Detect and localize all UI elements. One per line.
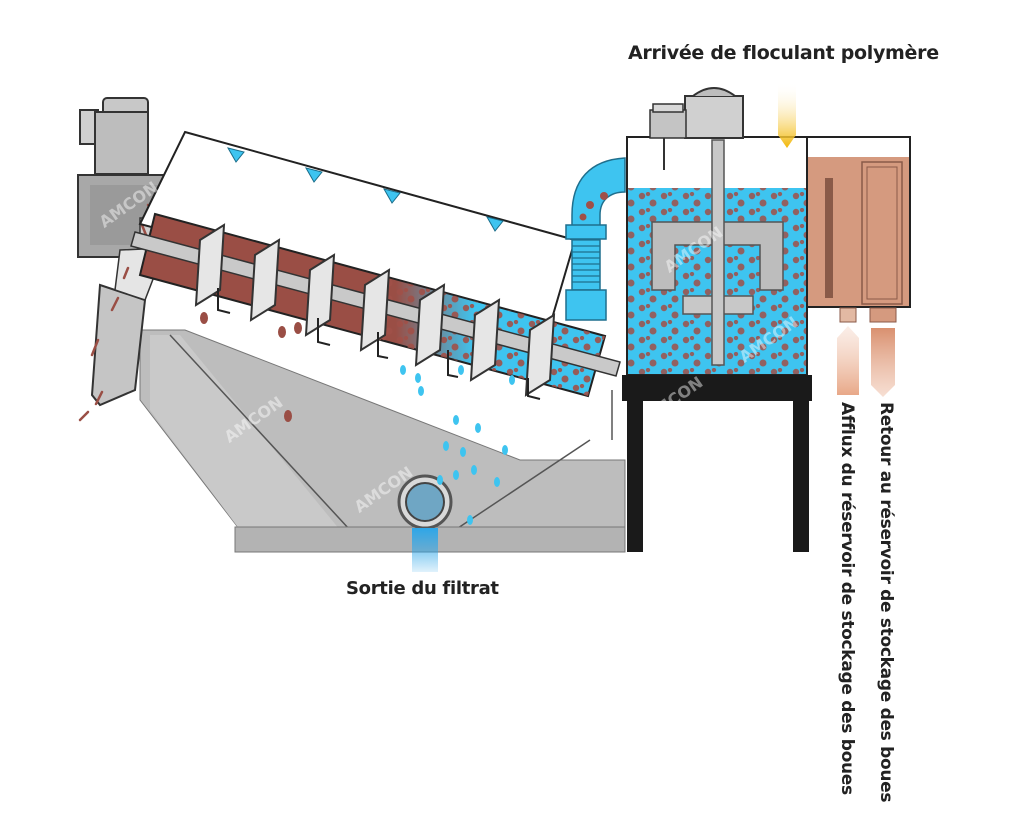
filtrate-outlet-label: Sortie du filtrat [346, 578, 499, 599]
screw-barrel [130, 212, 621, 400]
feed-hose [565, 157, 626, 440]
support-frame [622, 375, 812, 552]
return-arrow [871, 328, 895, 397]
inflow-arrow [837, 326, 859, 395]
filtrate-tray [139, 329, 626, 553]
sludge-storage-tank [806, 136, 911, 323]
sludge-drops [200, 312, 302, 422]
polymer-inlet-label: Arrivée de floculant polymère [628, 42, 939, 64]
inflow-from-tank-label: Afflux du réservoir de stockage des boue… [837, 402, 857, 795]
polymer-arrow [778, 82, 796, 148]
filtrate-drops [400, 365, 515, 525]
filtrate-arrow [412, 528, 438, 572]
return-to-tank-label: Retour au réservoir de stockage des boue… [876, 402, 896, 803]
flocculation-tank [626, 87, 808, 376]
filtrate-outlet [397, 474, 453, 572]
